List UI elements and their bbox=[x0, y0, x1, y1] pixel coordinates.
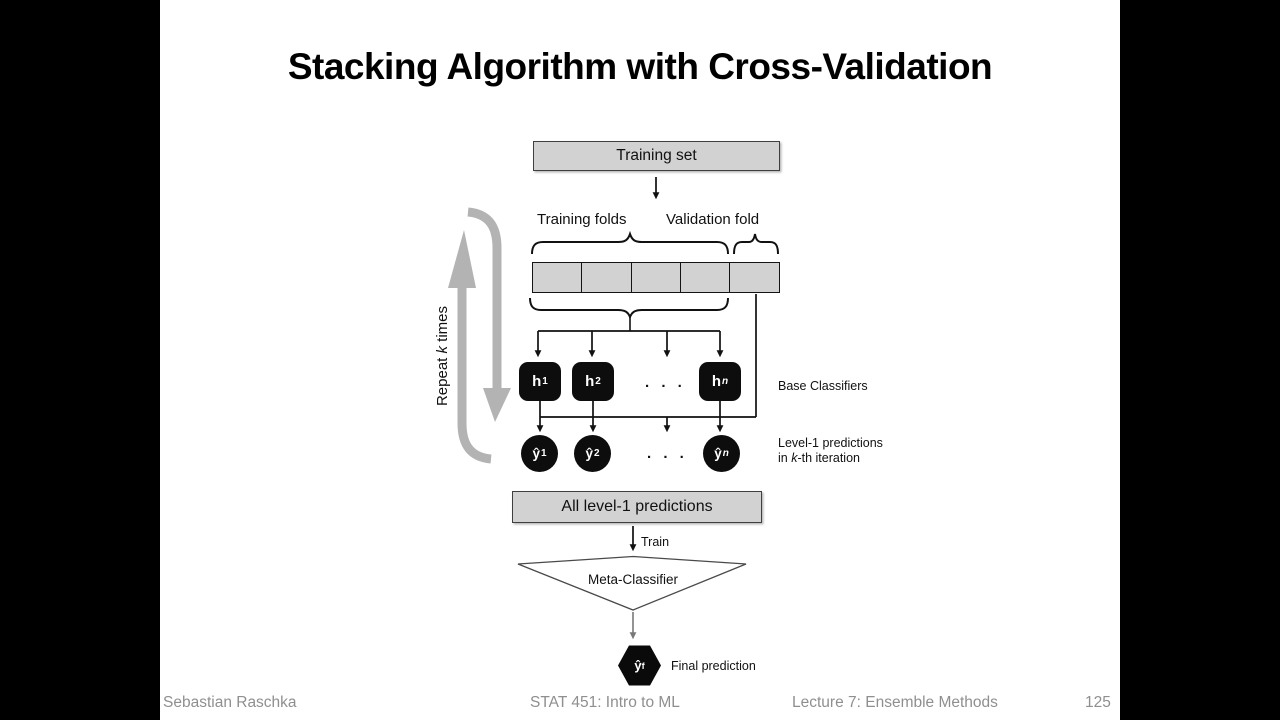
footer-course: STAT 451: Intro to ML bbox=[530, 694, 680, 711]
yn-label: ŷ bbox=[714, 446, 722, 461]
predictions-ellipsis: . . . bbox=[647, 445, 688, 462]
slide-title: Stacking Algorithm with Cross-Validation bbox=[287, 46, 993, 87]
level1-line2: in k-th iteration bbox=[778, 451, 883, 466]
yf-sub: f bbox=[641, 660, 645, 671]
h1-sub: 1 bbox=[542, 376, 548, 387]
training-set-label: Training set bbox=[616, 147, 697, 164]
repeat-pre: Repeat bbox=[434, 353, 451, 407]
level1-line2-k: k bbox=[791, 450, 798, 465]
repeat-k-times-label: Repeat k times bbox=[434, 303, 451, 409]
validation-fold-label: Validation fold bbox=[666, 211, 760, 228]
training-folds-label: Training folds bbox=[537, 211, 627, 228]
y1-sub: 1 bbox=[540, 448, 547, 459]
level1-line1: Level-1 predictions bbox=[778, 436, 883, 450]
final-prediction-label: Final prediction bbox=[671, 659, 756, 673]
slide-canvas bbox=[160, 0, 1120, 720]
footer-author: Sebastian Raschka bbox=[163, 694, 297, 711]
footer-lecture: Lecture 7: Ensemble Methods bbox=[792, 694, 998, 711]
level1-predictions-label: Level-1 predictions in k-th iteration bbox=[778, 436, 883, 465]
fold-cell bbox=[581, 262, 633, 293]
y2-sub: 2 bbox=[593, 448, 600, 459]
level1-line2-post: -th iteration bbox=[797, 450, 860, 465]
h1-label: h bbox=[532, 373, 542, 390]
y2-label: ŷ bbox=[585, 446, 593, 461]
meta-classifier-label: Meta-Classifier bbox=[587, 572, 679, 587]
hn-sub: n bbox=[722, 376, 729, 387]
training-set-box: Training set bbox=[533, 141, 780, 171]
h2-sub: 2 bbox=[595, 376, 601, 387]
fold-row bbox=[532, 262, 780, 293]
train-label: Train bbox=[641, 535, 670, 549]
footer-page-number: 125 bbox=[1085, 694, 1111, 711]
level1-line2-pre: in bbox=[778, 450, 792, 465]
hn-label: h bbox=[711, 373, 722, 390]
fold-cell bbox=[679, 262, 731, 293]
base-classifiers-label: Base Classifiers bbox=[778, 379, 868, 393]
yn-sub: n bbox=[722, 448, 729, 459]
repeat-post: times bbox=[434, 305, 451, 346]
all-level1-predictions-label: All level-1 predictions bbox=[561, 498, 713, 515]
fold-cell bbox=[630, 262, 682, 293]
fold-cell bbox=[729, 262, 780, 293]
y1-label: ŷ bbox=[532, 446, 540, 461]
fold-cell bbox=[532, 262, 583, 293]
repeat-k: k bbox=[434, 345, 451, 354]
yf-label: ŷ bbox=[634, 658, 642, 673]
all-level1-predictions-box: All level-1 predictions bbox=[512, 491, 762, 523]
h2-label: h bbox=[585, 373, 595, 390]
base-classifiers-ellipsis: . . . bbox=[645, 374, 686, 391]
